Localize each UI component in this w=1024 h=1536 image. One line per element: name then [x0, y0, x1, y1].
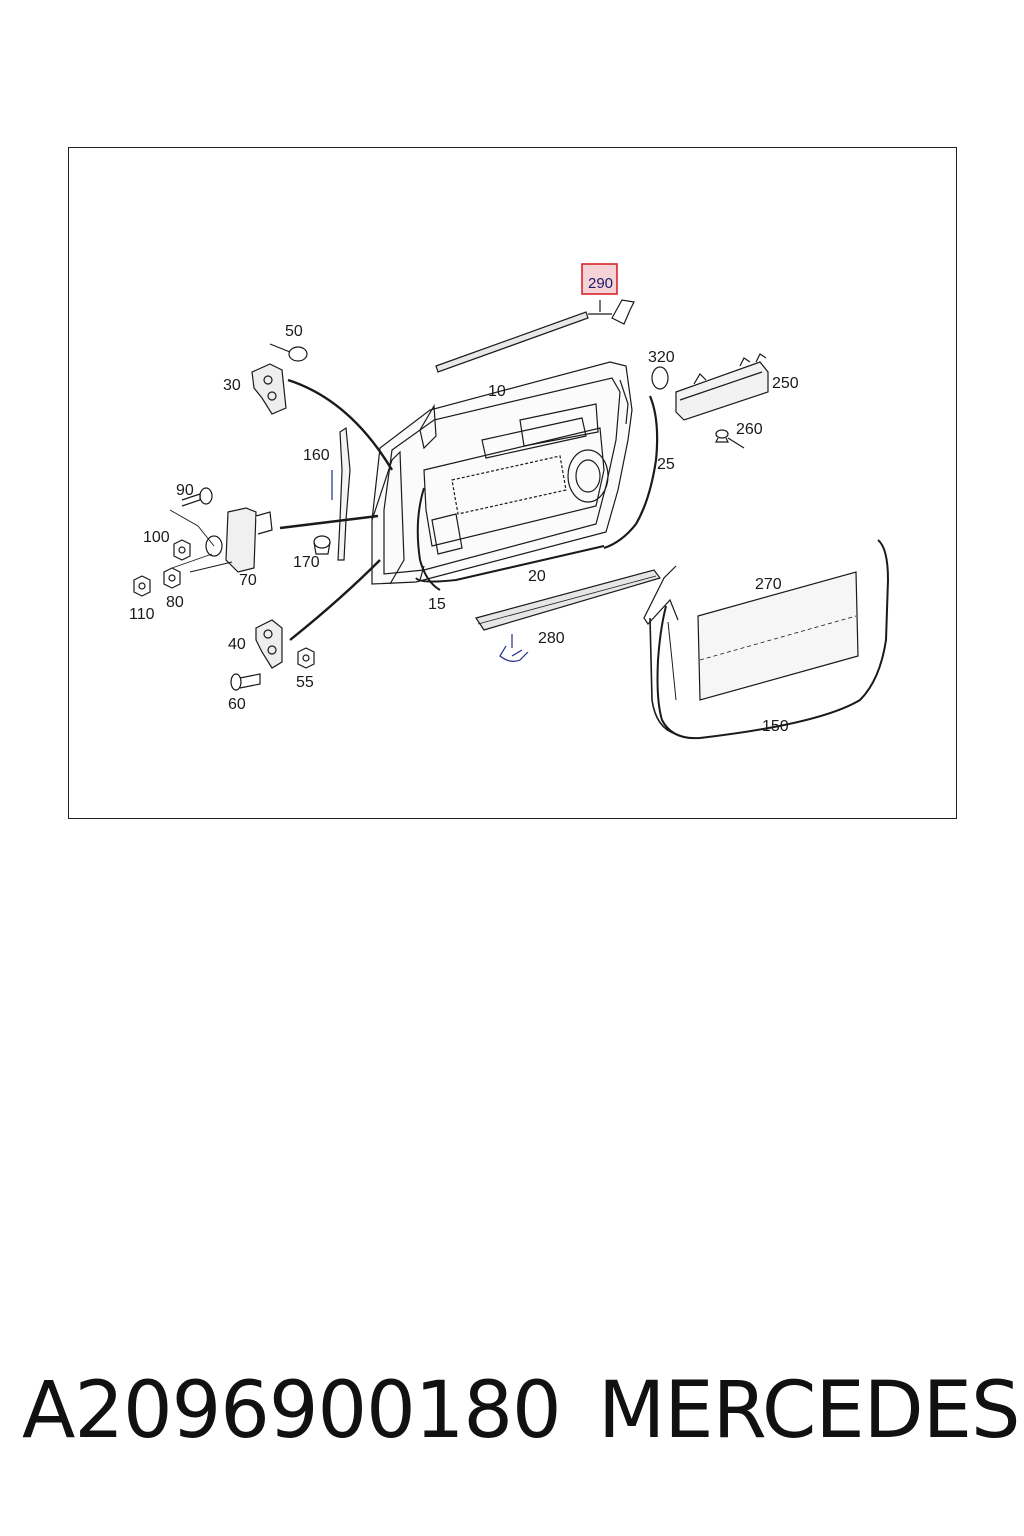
label-10: 10	[488, 383, 506, 400]
label-15: 15	[428, 596, 446, 613]
label-320: 320	[648, 349, 675, 366]
label-70: 70	[239, 572, 257, 589]
pillar-strip-160	[331, 426, 351, 561]
panel-membrane-270	[697, 571, 859, 701]
seal-strip-25	[603, 395, 659, 550]
label-25: 25	[657, 456, 675, 473]
label-40: 40	[228, 636, 246, 653]
label-250: 250	[772, 375, 799, 392]
label-60: 60	[228, 696, 246, 713]
label-100: 100	[143, 529, 170, 546]
label-290: 290	[588, 275, 613, 292]
door-check-70	[205, 507, 273, 573]
trim-280	[475, 569, 661, 662]
door-shell-10	[371, 361, 633, 585]
label-20: 20	[528, 568, 546, 585]
label-110: 110	[129, 606, 155, 623]
label-170: 170	[293, 554, 320, 571]
highlight-box-290	[581, 263, 618, 295]
label-30: 30	[223, 377, 241, 394]
door-handle-250	[675, 353, 769, 421]
clip-170	[313, 535, 331, 555]
label-50: 50	[285, 323, 303, 340]
nut-110	[133, 575, 151, 597]
bolt-90	[181, 487, 213, 507]
bolt-60	[230, 673, 261, 691]
grommet-320	[651, 366, 669, 390]
hinge-30	[251, 363, 287, 415]
label-80: 80	[166, 594, 184, 611]
label-270: 270	[755, 576, 782, 593]
label-55: 55	[296, 674, 314, 691]
thin-leaders	[169, 509, 233, 573]
nut-80	[163, 567, 181, 589]
label-150: 150	[762, 718, 789, 735]
leader-lines	[279, 378, 394, 641]
screw-260	[715, 429, 745, 449]
seal-15	[416, 487, 441, 591]
weatherstrip-150	[643, 539, 890, 740]
bolt-50	[269, 343, 308, 362]
label-90: 90	[176, 482, 194, 499]
label-160: 160	[303, 447, 330, 464]
label-260: 260	[736, 421, 763, 438]
hinge-40	[255, 619, 283, 669]
window-trim-strip-290	[435, 299, 635, 373]
label-280: 280	[538, 630, 565, 647]
nut-100	[173, 539, 191, 561]
door-parts-diagram: 290 50 30 320 10 250 260 160 25 90 100 1…	[129, 263, 890, 740]
brand-name: MERCEDES	[598, 1366, 1020, 1456]
nut-55	[297, 647, 315, 669]
part-number: A2096900180	[22, 1366, 562, 1456]
